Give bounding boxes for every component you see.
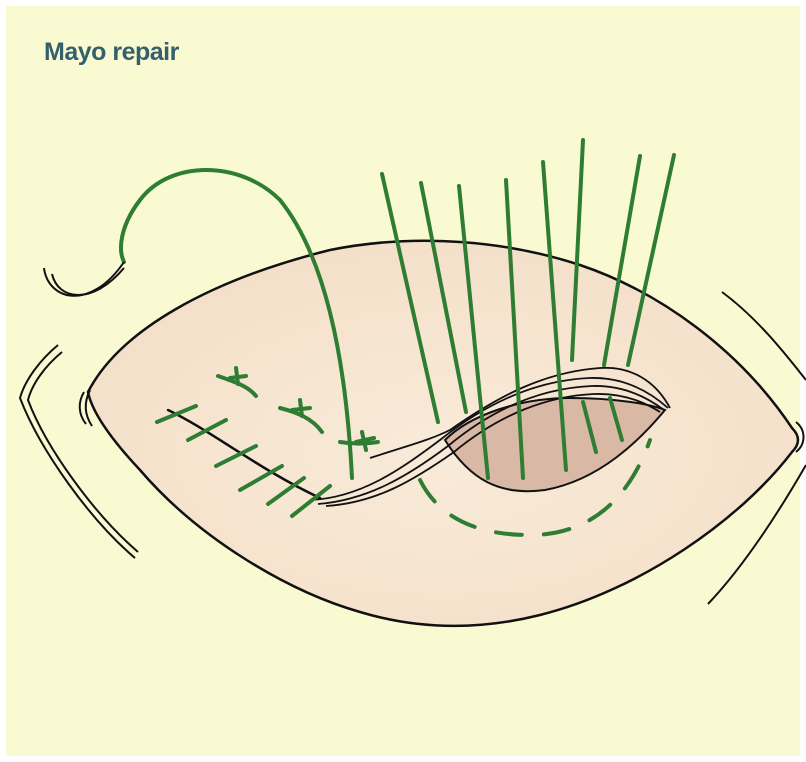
needle (44, 262, 124, 296)
